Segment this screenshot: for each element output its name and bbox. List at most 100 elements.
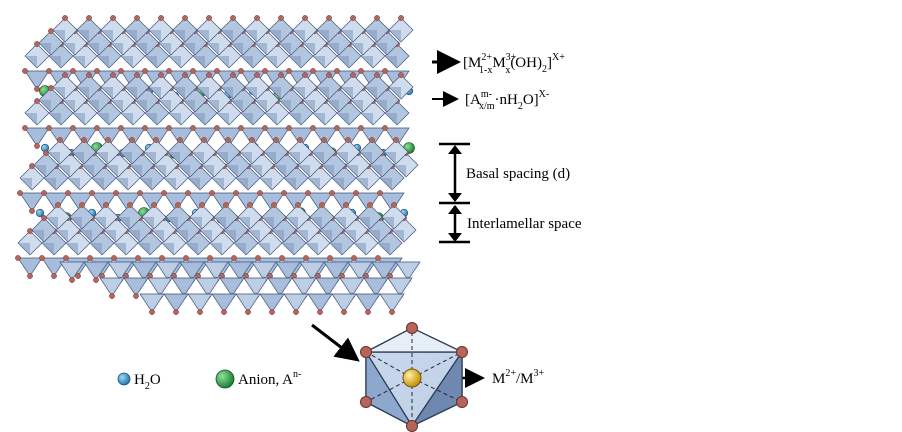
- octahedron-front-facet: [259, 192, 285, 212]
- oxygen-vertex: [327, 255, 333, 261]
- oxygen-vertex: [262, 125, 268, 131]
- octahedron-front-facet: [123, 277, 149, 297]
- water-icon: [35, 208, 45, 218]
- octahedron-shade: [264, 152, 276, 164]
- octahedron-shade: [159, 100, 171, 112]
- octahedron-shade: [90, 243, 102, 255]
- octahedron-shade: [385, 56, 397, 68]
- oxygen-vertex: [142, 68, 148, 74]
- octahedron-shade: [289, 113, 301, 125]
- oxygen-vertex: [75, 273, 81, 279]
- octahedron-shade: [360, 152, 372, 164]
- oxygen-vertex: [41, 190, 47, 196]
- octahedron-shade: [327, 43, 339, 55]
- octahedron-shade: [260, 178, 272, 190]
- oxygen-vertex: [27, 228, 33, 234]
- octahedron-front-facet: [379, 192, 405, 212]
- octahedron-front-facet: [259, 293, 285, 313]
- octahedron-front-facet: [131, 261, 157, 281]
- octahedron-front-facet: [299, 261, 325, 281]
- oxygen-vertex: [279, 255, 285, 261]
- octahedron-shade: [135, 43, 147, 55]
- octahedron-shade: [265, 56, 277, 68]
- octahedron-shade: [217, 56, 229, 68]
- octahedron-front-facet: [187, 192, 213, 212]
- octahedron-front-facet: [17, 257, 43, 277]
- oxygen-vertex: [329, 190, 335, 196]
- octahedron-shade: [241, 56, 253, 68]
- octahedron-shade: [210, 243, 222, 255]
- octahedron-shade: [361, 113, 373, 125]
- octahedron-shade: [341, 87, 353, 99]
- oxygen-vertex: [286, 125, 292, 131]
- octahedron-shade: [284, 178, 296, 190]
- oxygen-vertex: [158, 72, 164, 78]
- legend: H2O Anion, An-: [117, 369, 301, 392]
- octahedron-shade: [380, 178, 392, 190]
- octahedron-shade: [138, 243, 150, 255]
- octahedron-shade: [303, 43, 315, 55]
- octahedron-shade: [193, 113, 205, 125]
- oxygen-vertex: [310, 68, 316, 74]
- octahedron-shade: [392, 230, 404, 242]
- octahedron-front-facet: [91, 192, 117, 212]
- octahedron-shade: [336, 152, 348, 164]
- oxygen-vertex: [57, 137, 63, 143]
- octahedron-shade: [101, 87, 113, 99]
- oxygen-vertex: [254, 15, 260, 21]
- octahedron-shade: [375, 100, 387, 112]
- oxygen-vertex: [48, 28, 54, 34]
- octahedron-front-facet: [291, 277, 317, 297]
- bottom-layer-facets: [59, 261, 421, 315]
- octahedron-front-facet: [307, 192, 333, 212]
- octahedron-shade: [149, 30, 161, 42]
- octahedron-shade: [224, 230, 236, 242]
- octahedron-front-facet: [19, 192, 45, 212]
- oxygen-vertex: [183, 255, 189, 261]
- oxygen-vertex: [391, 202, 397, 208]
- octahedron-shade: [77, 87, 89, 99]
- octahedron-front-facet: [331, 192, 357, 212]
- oxygen-vertex: [153, 137, 159, 143]
- octahedron-right-face: [410, 350, 463, 428]
- oxygen-vertex: [326, 15, 332, 21]
- octahedron-front-facet: [315, 277, 341, 297]
- octahedron-shade: [173, 87, 185, 99]
- octahedron-shade: [394, 165, 406, 177]
- oxygen-vertex: [201, 137, 207, 143]
- octahedron-shade: [221, 87, 233, 99]
- oxygen-vertex: [350, 72, 356, 78]
- octahedron-shade: [72, 152, 84, 164]
- octahedron-shade: [255, 43, 267, 55]
- octahedron-shade: [32, 230, 44, 242]
- octahedron-front-facet: [144, 127, 170, 147]
- oxygen-vertex: [173, 309, 179, 315]
- octahedron-shade: [389, 87, 401, 99]
- oxygen-vertex: [393, 137, 399, 143]
- octahedron-front-facet: [192, 127, 218, 147]
- oxygen-vertex: [135, 255, 141, 261]
- oxygen-vertex: [343, 202, 349, 208]
- octahedron-front-facet: [216, 127, 242, 147]
- octahedron-shade: [70, 217, 82, 229]
- octahedron-shade: [310, 217, 322, 229]
- oxygen-vertex: [367, 202, 373, 208]
- octahedron-front-facet: [339, 277, 365, 297]
- oxygen-vertex: [221, 309, 227, 315]
- oxygen-vertex: [159, 255, 165, 261]
- oxygen-vertex: [197, 309, 203, 315]
- oxygen-vertex: [225, 137, 231, 143]
- oxygen-vertex: [34, 86, 40, 92]
- oxygen-vertex: [365, 309, 371, 315]
- oxygen-vertex: [39, 255, 45, 261]
- oxygen-vertex: [209, 190, 215, 196]
- octahedron-shade: [44, 178, 56, 190]
- octahedron-front-facet: [120, 127, 146, 147]
- oxygen-vertex: [86, 72, 92, 78]
- octahedron-front-facet: [171, 277, 197, 297]
- octahedron-shade: [269, 30, 281, 42]
- octahedron-shade: [145, 56, 157, 68]
- octahedron-front-facet: [203, 261, 229, 281]
- octahedron-front-facet: [384, 127, 410, 147]
- octahedron-front-facet: [235, 293, 261, 313]
